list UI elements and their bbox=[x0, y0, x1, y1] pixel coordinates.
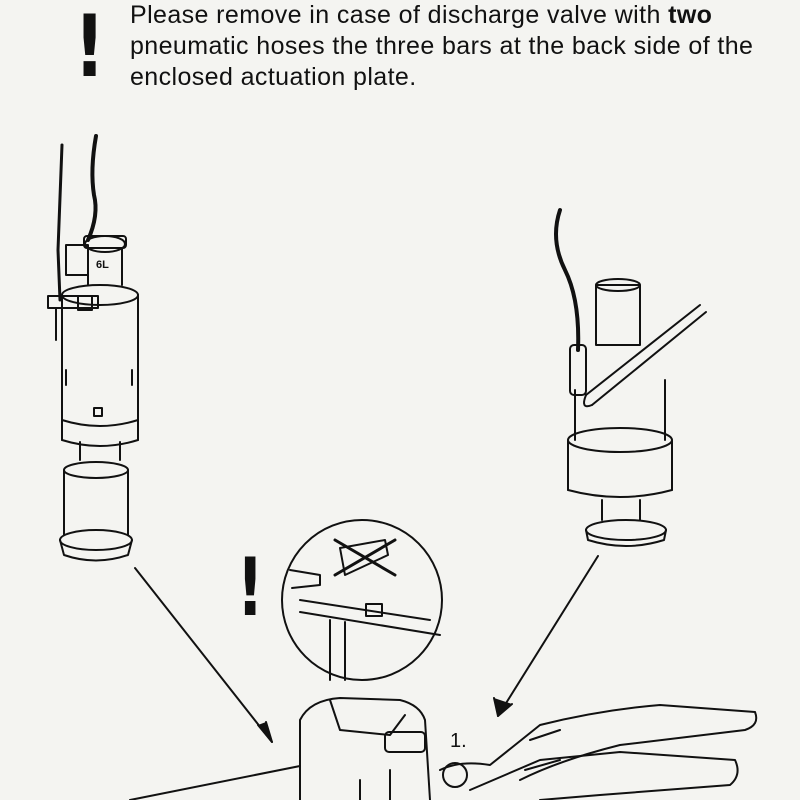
valve-capacity-label: 6L bbox=[96, 259, 109, 271]
arrows bbox=[134, 555, 599, 743]
detail-circle bbox=[281, 519, 443, 681]
instruction-emphasis: two bbox=[668, 1, 713, 29]
instruction-part-1: Please remove in case of discharge valve… bbox=[130, 1, 669, 29]
crossed-out-bars-icon bbox=[333, 538, 397, 577]
warning-exclamation-icon: ! bbox=[73, 0, 106, 97]
step-label: 1. bbox=[450, 730, 467, 752]
left-discharge-valve bbox=[47, 134, 139, 562]
instruction-part-2: pneumatic hoses the three bars at the ba… bbox=[130, 32, 754, 91]
instruction-text: Please remove in case of discharge valve… bbox=[130, 0, 790, 93]
warning-exclamation-icon-detail: ! bbox=[236, 541, 264, 634]
pliers-icon bbox=[439, 704, 758, 800]
actuation-plate bbox=[129, 697, 431, 800]
right-discharge-valve bbox=[554, 208, 707, 547]
